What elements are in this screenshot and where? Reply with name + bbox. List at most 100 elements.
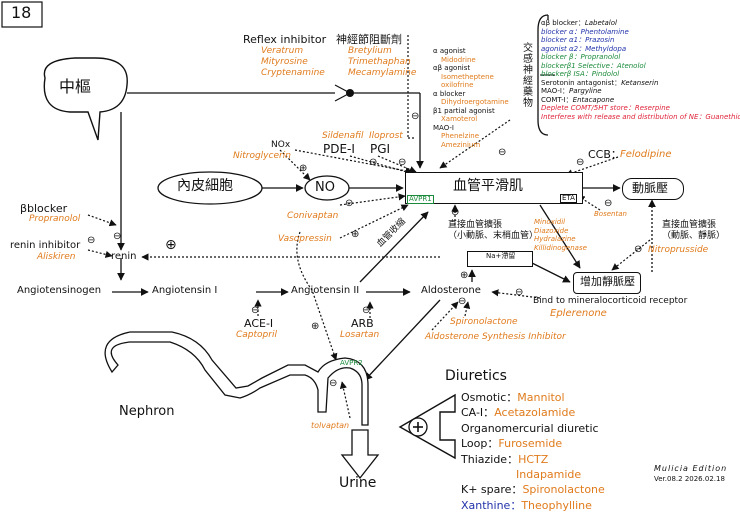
drug-oxilofrine: oxilofrine [441, 81, 474, 90]
drug-bosentan: Bosentan [594, 210, 627, 218]
ca-i-label: CA-I： [461, 406, 495, 420]
page-number: 18 [11, 3, 32, 22]
beta-blocker-label: βblocker [20, 202, 68, 215]
drug-vasopressin: Vasopressin [278, 234, 332, 244]
drug-trimethaphan: Trimethaphan [348, 56, 411, 67]
drug-aliskiren: Aliskiren [37, 252, 76, 262]
plus-marker: ⊕ [351, 229, 360, 240]
b1-partial-label: β1 partial agonist [433, 106, 495, 115]
drug-acetazolamide: Acetazolamide [494, 406, 576, 420]
drug-mannitol: Mannitol [517, 391, 565, 404]
minus-marker: ⊖ [458, 296, 467, 307]
blocker-beta-isa-label: blockerβ ISA： [541, 70, 592, 79]
sympathetic-title: 交感神經藥物 [520, 42, 532, 108]
edition-label: Mulicia Edition [654, 464, 728, 473]
drug-hydralazine: Hydralazine [534, 235, 576, 244]
na-retention-label: Na+滯留 [486, 252, 516, 260]
mineralocorticoid-receptor-label: Bind to mineralocorticoid receptor [533, 296, 688, 306]
drug-xamoterol: Xamoterol [441, 115, 478, 124]
drug-propranolol: Propranolol [580, 53, 621, 62]
renin-inhibitor-label: renin inhibitor [10, 240, 81, 251]
renin-label: renin [111, 251, 137, 262]
drug-propranolol-left: Propranolol [29, 214, 81, 224]
drug-felodipine: Felodipine [620, 149, 672, 160]
ab-blocker-label: αβ blocker： [541, 19, 585, 27]
plus-marker: ⊕ [299, 163, 308, 174]
pde-i-label: PDE-I [323, 142, 355, 156]
arterial-pressure-label: 動脈壓 [632, 181, 669, 195]
organomercurial-label: Organomercurial diuretic [461, 421, 599, 435]
drug-labetalol: Labetalol [584, 19, 617, 27]
drug-prazosin: Prazosin [585, 36, 615, 45]
drug-cryptenamine: Cryptenamine [261, 67, 325, 78]
drug-nitroprusside: Nitroprusside [648, 245, 709, 255]
nephron-label: Nephron [119, 404, 175, 419]
urine-arrow [340, 429, 380, 480]
minus-marker: ⊖ [329, 378, 338, 389]
page-number-box [1, 1, 43, 28]
plus-marker: ⊕ [460, 270, 469, 281]
aldosterone-label: Aldosterone [421, 285, 481, 296]
loop-label: Loop： [461, 437, 499, 451]
venous-pressure-label: 增加靜脈壓 [580, 275, 635, 288]
drug-dihydroergotamine: Dihydroergotamine [441, 98, 509, 107]
direct-vasodilator-arterial-subtitle: （小動脈、末梢血管） [448, 230, 539, 241]
minus-marker: ⊖ [369, 157, 378, 168]
arb-label: ARB [351, 317, 374, 330]
blocker-alpha1-label: blocker α1： [541, 36, 586, 45]
drug-veratrum: Veratrum [261, 46, 304, 56]
no-label: NO [315, 180, 335, 195]
direct-vasodilator-arterial-title: 直接血管擴張 [448, 220, 503, 230]
venous-pressure-box [573, 272, 641, 294]
drug-sildenafil: Sildenafil [322, 131, 364, 141]
nephron-shape [104, 331, 369, 426]
drug-losartan: Losartan [340, 330, 380, 340]
drug-isometheptene: Isometheptene [441, 72, 494, 81]
drug-tolvaptan: tolvaptan [311, 421, 350, 430]
ccb-label: CCB： [588, 148, 622, 161]
nox-label: NOx [271, 140, 291, 150]
direct-vasodilator-arterial: 直接血管擴張 （小動脈、末梢血管） [448, 220, 538, 242]
direct-vasodilator-arterial-drugs: Minoxidil Diazoxide Hydralazine Killidin… [534, 218, 587, 252]
angiotensinogen-label: Angiotensinogen [17, 285, 102, 296]
k-spare-label: K+ spare： [461, 483, 523, 497]
drug-furosemide: Furosemide [498, 437, 563, 451]
minus-marker: ⊖ [251, 305, 260, 316]
pgi-label: PGI [370, 142, 391, 156]
vascular-smooth-muscle-box [405, 172, 583, 204]
direct-vasodilator-both: 直接血管擴張 （動脈、靜脈） [662, 220, 725, 242]
ab-agonist-label: αβ agonist [433, 64, 471, 73]
reflex-inhibitor-title: Reflex inhibitor [243, 33, 327, 46]
angiotensin-i-label: Angiotensin I [152, 285, 218, 296]
minus-marker: ⊖ [498, 147, 507, 158]
minus-marker: ⊖ [634, 244, 643, 255]
drug-entacapone: Entacapone [572, 95, 615, 104]
drug-captopril: Captopril [236, 330, 277, 340]
minus-marker: ⊖ [604, 198, 613, 209]
drug-amezinium: Amezinium [441, 140, 481, 149]
minus-marker: ⊖ [515, 287, 524, 298]
blocker-beta-label: blocker β： [541, 53, 581, 62]
drug-indapamide: Indapamide [516, 467, 582, 481]
adrenergic-agonist-list: α agonist Midodrine αβ agonist Isomethep… [433, 47, 509, 149]
interferes-label: Interferes with release and distribution… [541, 112, 706, 121]
na-retention-box [467, 251, 533, 267]
drug-nitroglycerin: Nitroglycerin [233, 151, 291, 161]
mao-i-label-2: MAO-I： [541, 87, 569, 96]
drug-iloprost: Iloprost [369, 131, 403, 141]
sympathetic-drug-list: αβ blocker：Labetalol blocker α：Phentolam… [541, 19, 740, 121]
avpr2-label: AVPR2 [340, 359, 363, 367]
drug-spironolactone-mid: Spironolactone [450, 317, 518, 327]
drug-bretylium: Bretylium [348, 46, 392, 56]
drug-phenelzine: Phenelzine [441, 132, 480, 141]
urine-label: Urine [339, 475, 377, 491]
vascular-smooth-muscle-label: 血管平滑肌 [453, 178, 523, 194]
connector-lines [1, 1, 656, 480]
version-label: Ver.08.2 2026.02.18 [654, 475, 725, 483]
drug-eplerenone: Eplerenone [550, 308, 607, 319]
drug-midodrine: Midodrine [441, 55, 476, 64]
cns-bubble [43, 57, 128, 141]
drug-guanethidine: Guanethidine [705, 112, 740, 121]
endothelium-label: 內皮細胞 [177, 178, 233, 194]
